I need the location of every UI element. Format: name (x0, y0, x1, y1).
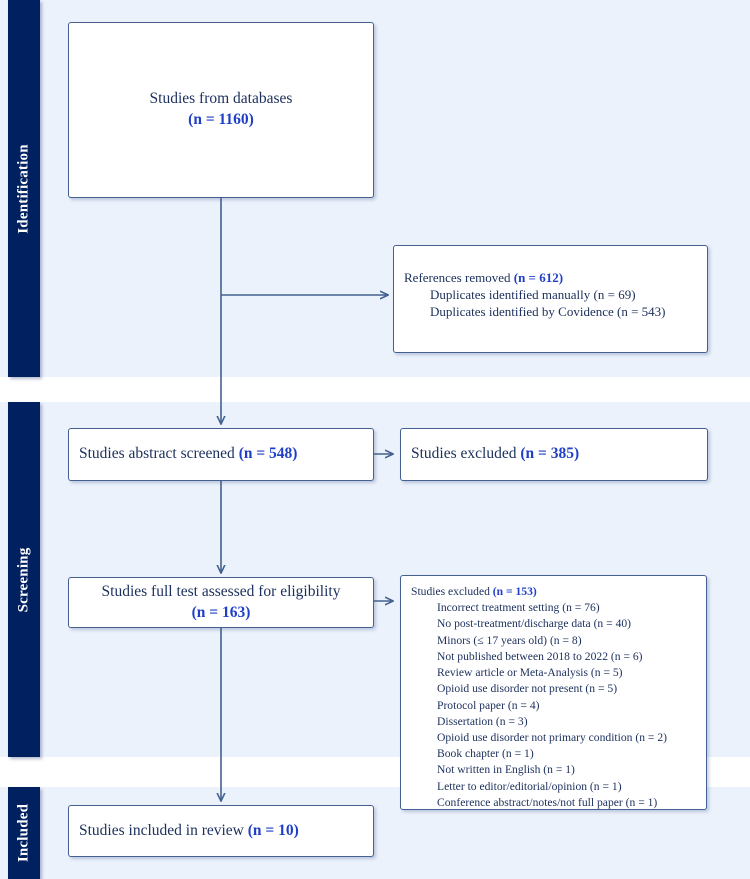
references-removed-list: Duplicates identified manually (n = 69) … (404, 287, 699, 321)
list-item: Minors (≤ 17 years old) (n = 8) (437, 633, 582, 647)
list-item: Conference abstract/notes/not full paper… (437, 795, 658, 809)
abstract-screened-label: Studies abstract screened (79, 445, 239, 463)
references-removed-count: (n = 612) (513, 270, 564, 285)
list-item: Book chapter (n = 1) (437, 747, 534, 761)
list-item: No post-treatment/discharge data (n = 40… (437, 617, 632, 631)
stage-band-identification: Identification (8, 0, 40, 377)
included-review-count: (n = 10) (247, 821, 299, 839)
box-studies-excluded-full-text[interactable]: Studies excluded (n = 153) Incorrect tre… (400, 575, 707, 810)
references-removed-header: References removed (n = 612) (404, 270, 699, 287)
box-studies-from-databases[interactable]: Studies from databases (n = 1160) (68, 22, 374, 198)
stage-label-screening: Screening (15, 547, 32, 612)
excluded-abstract-label: Studies excluded (411, 445, 521, 463)
list-item: Opioid use disorder not primary conditio… (437, 730, 668, 744)
databases-count: (n = 1160) (188, 111, 254, 128)
box-studies-abstract-screened[interactable]: Studies abstract screened (n = 548) (68, 428, 374, 481)
full-text-count: (n = 163) (191, 603, 251, 621)
list-item: Duplicates identified by Covidence (n = … (430, 303, 666, 319)
list-item: Opioid use disorder not present (n = 5) (437, 682, 618, 696)
stage-label-identification: Identification (15, 143, 32, 234)
excluded-full-text-reason-list: Incorrect treatment setting (n = 76) No … (411, 600, 698, 811)
excluded-full-text-header: Studies excluded (n = 153) (411, 584, 698, 600)
box-studies-excluded-abstract[interactable]: Studies excluded (n = 385) (400, 428, 708, 481)
list-item: Protocol paper (n = 4) (437, 698, 540, 712)
list-item: Not written in English (n = 1) (437, 763, 575, 777)
list-item: Dissertation (n = 3) (437, 714, 528, 728)
abstract-screened-count: (n = 548) (238, 445, 298, 463)
box-references-removed[interactable]: References removed (n = 612) Duplicates … (393, 245, 708, 353)
excluded-full-text-title: Studies excluded (411, 585, 493, 598)
included-review-label: Studies included in review (79, 821, 248, 839)
list-item: Duplicates identified manually (n = 69) (430, 286, 636, 302)
list-item: Not published between 2018 to 2022 (n = … (437, 649, 643, 663)
references-removed-title: References removed (404, 270, 514, 285)
full-text-label: Studies full test assessed for eligibili… (101, 582, 341, 600)
list-item: Letter to editor/editorial/opinion (n = … (437, 779, 622, 793)
stage-label-included: Included (15, 803, 32, 863)
stage-band-screening: Screening (8, 402, 40, 757)
list-item: Incorrect treatment setting (n = 76) (437, 601, 600, 615)
stage-band-included: Included (8, 787, 40, 879)
databases-label: Studies from databases (149, 90, 293, 108)
list-item: Review article or Meta-Analysis (n = 5) (437, 666, 623, 680)
excluded-full-text-count: (n = 153) (492, 585, 537, 598)
box-studies-full-text-assessed[interactable]: Studies full test assessed for eligibili… (68, 577, 374, 628)
excluded-abstract-count: (n = 385) (520, 445, 580, 463)
box-studies-included-in-review[interactable]: Studies included in review (n = 10) (68, 805, 374, 857)
